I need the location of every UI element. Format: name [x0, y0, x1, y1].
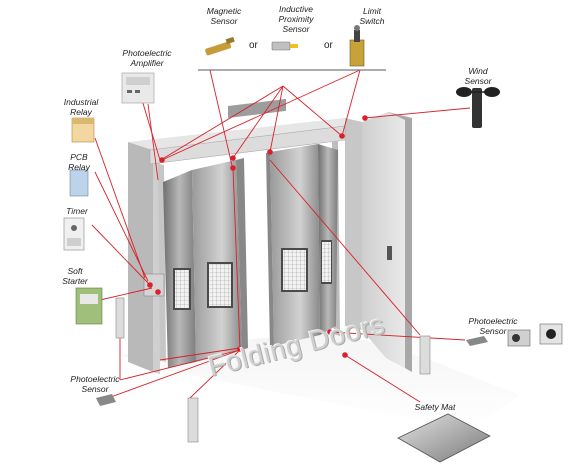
- label-inductive-line3: Sensor: [282, 24, 310, 34]
- center-right-door-window: [283, 250, 306, 290]
- limit-switch-device: [349, 25, 365, 67]
- label-wind-line1: Wind: [468, 66, 488, 76]
- control-box: [143, 273, 165, 297]
- industrial-relay-device: [71, 117, 95, 143]
- dot-top-left: [159, 157, 165, 163]
- right-door-panels: [266, 144, 338, 347]
- label-photo-amp-line2: Amplifier: [130, 58, 164, 68]
- photoelectric-sensor-left-devices: [96, 297, 199, 443]
- or-text-1: or: [249, 40, 258, 51]
- connector-dots: [147, 115, 368, 358]
- label-magnetic-sensor: Magnetic Sensor: [200, 6, 248, 26]
- center-left-door-window: [209, 264, 231, 306]
- dot-control-box-2: [155, 289, 161, 295]
- label-pcb-line1: PCB: [70, 152, 88, 162]
- label-limit-line1: Limit: [363, 6, 381, 16]
- wind-sensor-device: [456, 87, 500, 128]
- right-door-window: [322, 242, 331, 282]
- dot-control-box: [147, 282, 153, 288]
- magnetic-sensor-device: [205, 36, 235, 56]
- label-industrial-relay: Industrial Relay: [60, 97, 102, 117]
- dot-right-floor: [327, 329, 333, 335]
- label-relay-line2: Relay: [70, 107, 92, 117]
- label-photoelectric-sensor-right: Photoelectric Sensor: [458, 316, 528, 336]
- dot-wall-top: [362, 115, 368, 121]
- label-limit-line2: Switch: [359, 16, 385, 26]
- left-door-window: [175, 270, 189, 308]
- dot-safety-mat: [342, 352, 348, 358]
- inductive-sensor-device: [271, 41, 298, 51]
- label-photo-amp-line1: Photoelectric: [122, 48, 172, 58]
- label-photo-right-line1: Photoelectric: [468, 316, 518, 326]
- label-photoelectric-amplifier: Photoelectric Amplifier: [112, 48, 182, 68]
- label-photo-left-line2: Sensor: [81, 384, 109, 394]
- label-inductive-line1: Inductive: [278, 4, 314, 14]
- label-soft-starter: Soft Starter: [58, 266, 92, 286]
- right-wall: [345, 112, 412, 372]
- photoelectric-amplifier-device: [121, 72, 155, 104]
- label-photoelectric-sensor-left: Photoelectric Sensor: [60, 374, 130, 394]
- label-relay-line1: Industrial: [63, 97, 99, 107]
- header-track: [149, 98, 346, 165]
- door-handle: [387, 246, 392, 260]
- label-timer: Timer: [62, 206, 92, 216]
- label-wind-line2: Sensor: [464, 76, 492, 86]
- or-text-2: or: [324, 40, 333, 51]
- connector-lines: [91, 69, 471, 403]
- label-photo-left-line1: Photoelectric: [70, 374, 120, 384]
- dot-top-right: [339, 133, 345, 139]
- pcb-relay-device: [69, 169, 89, 197]
- header-motor-unit: [228, 98, 286, 119]
- left-door-panels: [163, 158, 248, 368]
- label-timer-line1: Timer: [66, 206, 88, 216]
- label-inductive-sensor: Inductive Proximity Sensor: [268, 4, 324, 34]
- label-pcb-relay: PCB Relay: [62, 152, 96, 172]
- label-wind-sensor: Wind Sensor: [458, 66, 498, 86]
- left-wall: [128, 118, 360, 374]
- dot-header-right: [267, 149, 273, 155]
- label-magnetic-line1: Magnetic: [206, 6, 242, 16]
- label-photo-right-line2: Sensor: [479, 326, 507, 336]
- label-inductive-line2: Proximity: [278, 14, 314, 24]
- label-starter-line2: Starter: [62, 276, 88, 286]
- label-magnetic-line2: Sensor: [210, 16, 238, 26]
- soft-starter-device: [75, 287, 103, 325]
- dot-left-floor: [237, 346, 243, 352]
- photoelectric-sensor-right-devices: [419, 323, 563, 375]
- timer-device: [63, 217, 85, 251]
- dot-panel: [230, 165, 236, 171]
- label-pcb-line2: Relay: [68, 162, 90, 172]
- label-limit-switch: Limit Switch: [352, 6, 392, 26]
- label-safety-mat: Safety Mat: [405, 402, 465, 412]
- safety-mat-device: [397, 413, 491, 463]
- dot-header: [230, 155, 236, 161]
- label-starter-line1: Soft: [67, 266, 83, 276]
- label-mat-line1: Safety Mat: [414, 402, 456, 412]
